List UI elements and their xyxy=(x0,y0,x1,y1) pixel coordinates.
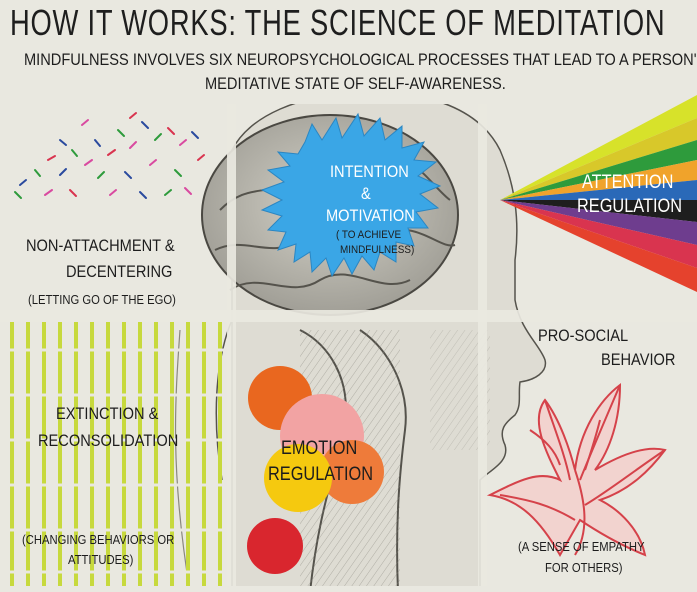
extinction-title-2: RECONSOLIDATION xyxy=(38,431,179,450)
attention-title-1: ATTENTION xyxy=(582,172,674,193)
bamboo-nodes xyxy=(0,348,227,574)
intention-title-3: MOTIVATION xyxy=(326,206,415,225)
subtitle-line-2: MEDITATIVE STATE OF SELF-AWARENESS. xyxy=(205,74,506,93)
extinction-note-2: ATTITUDES) xyxy=(68,553,134,567)
intention-starburst xyxy=(260,112,442,278)
non-attachment-title-2: DECENTERING xyxy=(66,262,173,281)
attention-title-2: REGULATION xyxy=(577,196,683,217)
prosocial-title-2: BEHAVIOR xyxy=(601,350,676,369)
intention-note-2: MINDFULNESS) xyxy=(340,244,415,256)
prosocial-note-2: FOR OTHERS) xyxy=(545,561,623,575)
bamboo-stalks xyxy=(10,322,222,586)
intention-note-1: ( TO ACHIEVE xyxy=(336,229,402,241)
attention-rays xyxy=(500,95,697,292)
intention-title-1: INTENTION xyxy=(330,162,409,181)
emotion-title-1: EMOTION xyxy=(281,438,358,459)
non-attachment-title-1: NON-ATTACHMENT & xyxy=(26,236,175,255)
confetti-scatter xyxy=(14,112,205,199)
non-attachment-note: (LETTING GO OF THE EGO) xyxy=(28,293,176,307)
prosocial-note-1: (A SENSE OF EMPATHY xyxy=(518,540,645,554)
subtitle-line-1: MINDFULNESS INVOLVES SIX NEUROPSYCHOLOGI… xyxy=(24,50,697,69)
ornamental-flower xyxy=(486,382,667,558)
prosocial-title-1: PRO-SOCIAL xyxy=(538,326,629,345)
emotion-circles xyxy=(247,366,384,574)
emotion-title-2: REGULATION xyxy=(268,464,374,485)
extinction-note-1: (CHANGING BEHAVIORS OR xyxy=(22,533,175,547)
page-title: HOW IT WORKS: THE SCIENCE OF MEDITATION xyxy=(10,2,666,43)
extinction-title-1: EXTINCTION & xyxy=(56,404,159,423)
intention-title-2: & xyxy=(361,184,371,203)
